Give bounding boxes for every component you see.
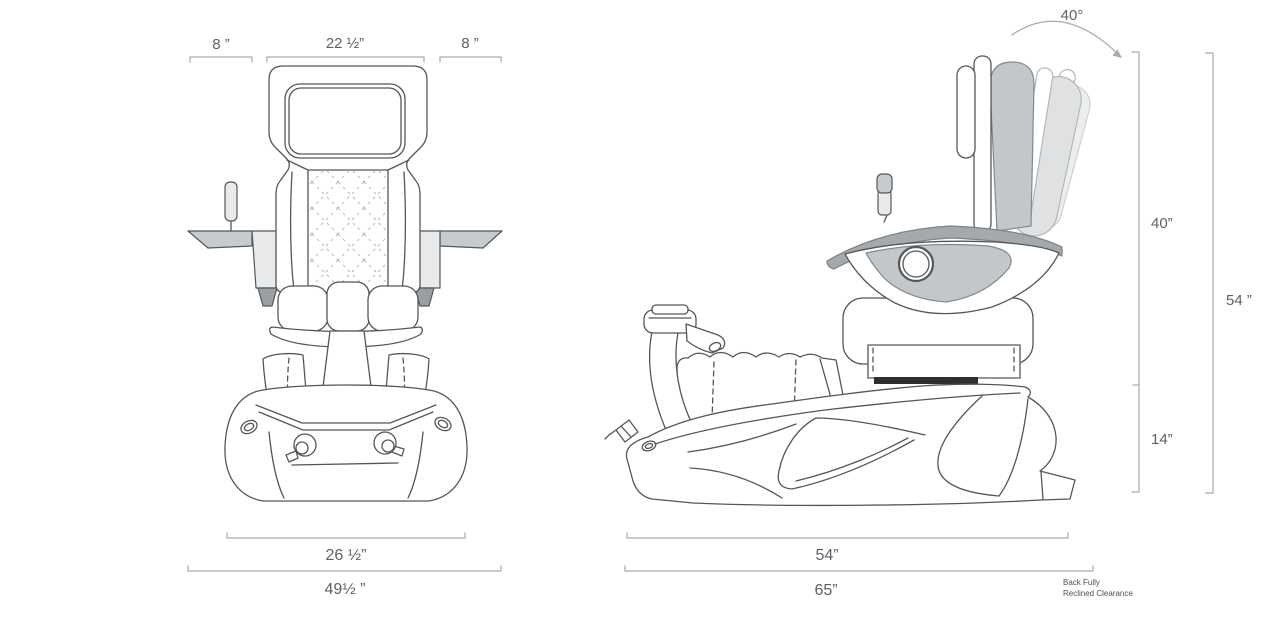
swoosh-inner xyxy=(795,437,909,482)
arm-wedge-left xyxy=(257,287,278,307)
dim-line-seat-width xyxy=(266,56,425,63)
front-view-drawing xyxy=(187,65,503,502)
basin-front-details xyxy=(240,404,452,499)
recline-arc xyxy=(1011,20,1122,58)
side-view-drawing xyxy=(604,55,1091,507)
armrest-side xyxy=(826,225,1063,315)
jet-left xyxy=(240,419,258,435)
headrest-bracket xyxy=(956,65,976,159)
backrest-details xyxy=(286,159,410,293)
drain-oval xyxy=(641,440,657,452)
armrest-tray-left xyxy=(187,230,253,249)
arm-panel-left xyxy=(251,230,279,289)
dim-line-overall-height xyxy=(1205,52,1214,494)
dim-line-armrest-left-width xyxy=(189,56,253,63)
faucet-side xyxy=(643,304,726,431)
dim-line-overall-width xyxy=(187,565,502,572)
dim-label-reclined-length: 65” xyxy=(814,582,837,599)
dim-label-base-width: 26 ½” xyxy=(326,547,367,564)
dim-label-base-length: 54” xyxy=(815,547,838,564)
faucet-knob-left xyxy=(285,433,317,463)
dim-label-overall-height: 54 ” xyxy=(1226,292,1252,309)
discharge-nozzle xyxy=(604,419,639,443)
dim-label-armrest-right-width: 8 ” xyxy=(461,35,479,52)
dim-label-overall-width: 49½ ” xyxy=(325,581,366,598)
dim-note-line1: Back Fully xyxy=(1063,578,1100,587)
dim-line-back-and-base-height xyxy=(1131,51,1140,493)
quilted-panel xyxy=(309,171,387,292)
basin-side-details xyxy=(654,392,1044,500)
crescent-cutout-left xyxy=(937,395,1000,497)
dimension-annotations: 8 ” 22 ½” 8 ” 26 ½” 49½ ” 40° 40” 54 ” 1… xyxy=(187,7,1252,599)
faucet-knob-right xyxy=(373,431,405,457)
dim-line-base-width xyxy=(226,532,466,539)
seat-dark-band xyxy=(874,377,978,384)
dim-label-armrest-left-width: 8 ” xyxy=(212,36,230,53)
headrest xyxy=(284,83,406,159)
control-lever-front xyxy=(224,181,238,232)
dim-note-line2: Reclined Clearance xyxy=(1063,589,1133,598)
backrest-upright xyxy=(989,61,1035,232)
seat-box xyxy=(867,344,1021,379)
crescent-cutout-right xyxy=(998,398,1029,497)
arrowhead xyxy=(1112,49,1122,58)
control-lever-side xyxy=(876,173,893,223)
dim-line-armrest-right-width xyxy=(439,56,502,63)
cup-holder xyxy=(897,245,935,283)
dim-label-base-height: 14” xyxy=(1151,431,1173,448)
swoosh-outer xyxy=(777,417,926,490)
basin-front xyxy=(224,384,468,502)
dim-label-recline-angle: 40° xyxy=(1061,7,1084,24)
armrest-tray-right xyxy=(439,230,503,249)
front-foot-line xyxy=(1040,471,1044,500)
seat-box-dashes xyxy=(872,347,1015,376)
backrest-frame-bar xyxy=(973,55,992,233)
dim-line-reclined-length xyxy=(624,565,1094,572)
dim-label-back-height: 40” xyxy=(1151,215,1173,232)
jet-right xyxy=(434,416,452,432)
dim-label-seat-width: 22 ½” xyxy=(326,35,364,52)
dim-line-base-length xyxy=(626,532,1069,539)
